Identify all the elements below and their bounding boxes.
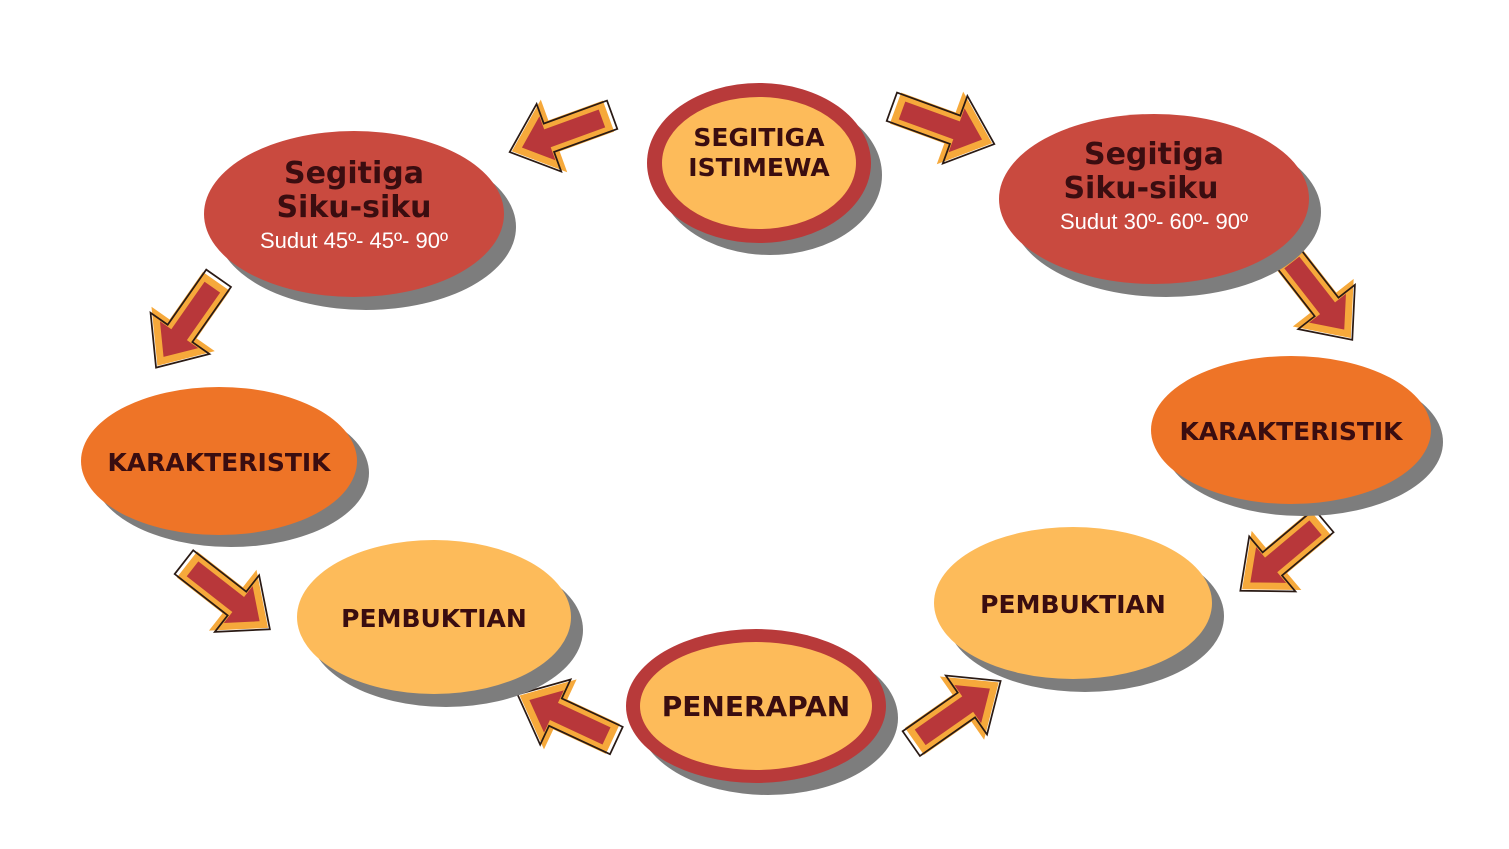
node-karakteristik-left: KARAKTERISTIK [81,387,369,547]
node-pembuktian-right: PEMBUKTIAN [934,527,1224,692]
node-title: Segitiga [1084,137,1224,172]
node-segitiga-istimewa: SEGITIGA ISTIMEWA [647,83,882,255]
node-segitiga-siku-45: Segitiga Siku-siku Sudut 45º- 45º- 90º [204,131,516,310]
node-title: Siku-siku [1063,171,1218,206]
node-label: KARAKTERISTIK [1179,417,1404,446]
arrow-to-right-top [880,73,1007,178]
node-segitiga-siku-30-60: Segitiga Siku-siku Sudut 30º- 60º- 90º [999,114,1321,297]
node-pembuktian-left: PEMBUKTIAN [297,540,583,707]
node-title: Segitiga [284,156,424,191]
node-label: KARAKTERISTIK [107,448,332,477]
arrow-to-left-proof [162,534,292,658]
node-label: PENERAPAN [662,690,851,723]
node-penerapan: PENERAPAN [626,629,898,795]
node-subtitle: Sudut 30º- 60º- 90º [1060,209,1248,234]
node-karakteristik-right: KARAKTERISTIK [1151,356,1443,516]
node-label: PEMBUKTIAN [980,590,1166,619]
node-subtitle: Sudut 45º- 45º- 90º [260,228,448,253]
arrow-to-left-characteristic [127,258,248,389]
node-title: Siku-siku [276,190,431,225]
node-label: PEMBUKTIAN [341,604,527,633]
arrow-to-left-top [497,81,624,186]
node-title: ISTIMEWA [688,153,830,182]
node-title: SEGITIGA [693,123,825,152]
